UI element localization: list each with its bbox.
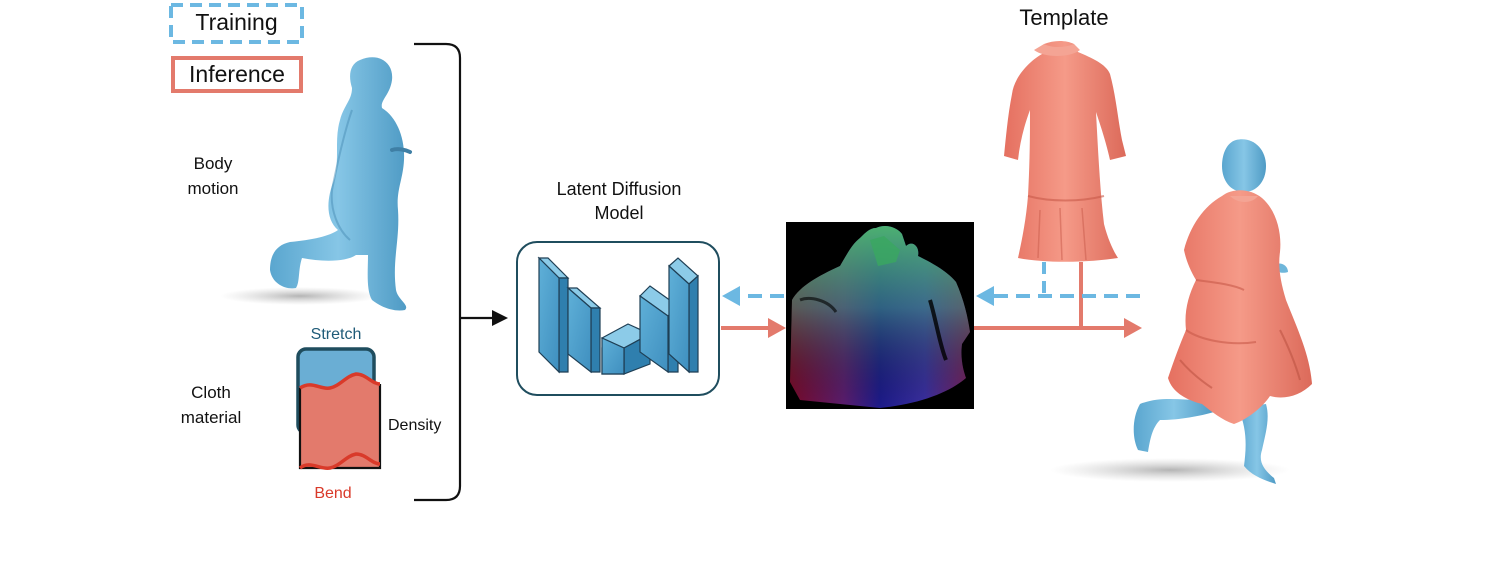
training-arrow-to-map-head <box>976 286 994 306</box>
training-legend-label: Training <box>195 9 278 35</box>
output-dressed-body <box>1050 139 1312 484</box>
cloth-material-label: Cloth material <box>180 383 242 427</box>
training-arrow-to-model-head <box>722 286 740 306</box>
unet-icon <box>537 256 699 375</box>
body-motion-figure <box>220 57 412 311</box>
body-motion-label: Body motion <box>187 154 239 198</box>
template-dress <box>1004 41 1126 262</box>
stretch-label: Stretch <box>310 326 362 343</box>
bend-square <box>300 374 380 468</box>
template-title: Template <box>1019 5 1109 30</box>
inference-arrow-to-output-head <box>1124 318 1142 338</box>
arrow-to-model-head <box>492 310 508 326</box>
inference-arrow-to-map-head <box>768 318 786 338</box>
inference-legend-box <box>171 56 303 93</box>
training-legend-box <box>169 3 304 44</box>
density-label: Density <box>388 417 442 434</box>
bend-label: Bend <box>314 485 352 502</box>
model-title: Latent Diffusion Model <box>556 179 682 223</box>
garment-geometry-map <box>786 222 974 409</box>
inference-legend-label: Inference <box>189 61 285 87</box>
cloth-material-icon <box>296 347 382 470</box>
input-bracket <box>414 42 462 502</box>
